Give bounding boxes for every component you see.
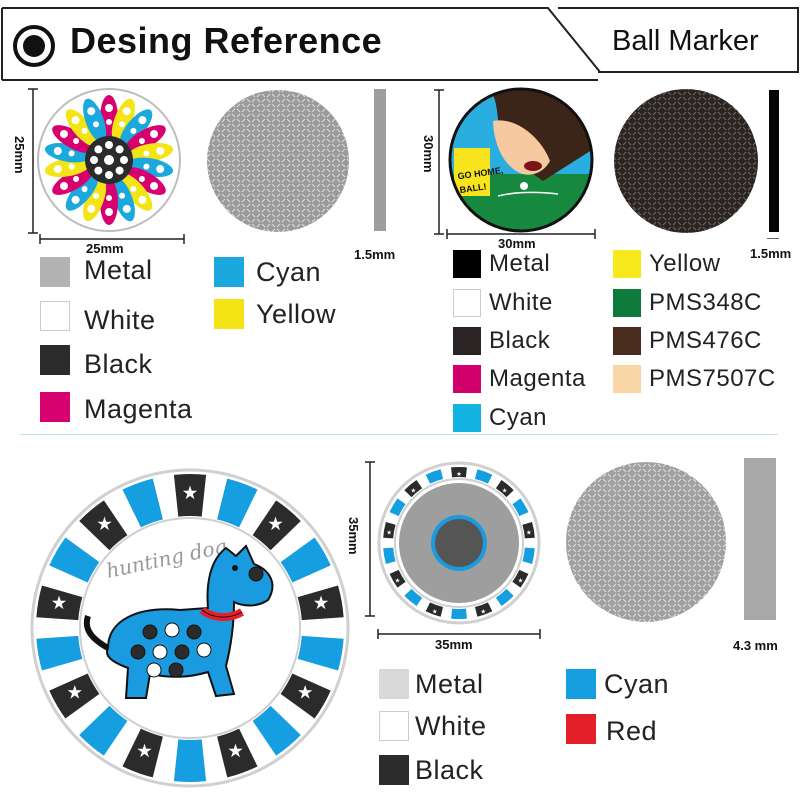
svg-text:★: ★ [267,514,284,535]
design3-front-small-view: ★ ★ ★ ★ ★ ★ ★ ★ ★ [377,461,541,625]
design2-back-metal-texture [614,89,758,233]
design2-width-label: 30mm [498,236,536,251]
svg-text:★: ★ [502,488,508,495]
design2-swatch-black [453,327,481,355]
design3-color-label-red: Red [606,716,658,746]
svg-text:★: ★ [526,530,532,537]
design1-width-dimension-line [39,234,185,244]
design2-color-label-magenta: Magenta [489,365,586,392]
design2-swatch-pms348c [613,289,641,317]
design2-swatch-cyan [453,404,481,432]
design1-color-label-black: Black [84,349,153,379]
design2-color-label-pms348c: PMS348C [649,289,762,316]
design1-color-label-cyan: Cyan [256,257,322,287]
svg-text:★: ★ [411,488,417,495]
design3-back-metal-texture [566,462,726,622]
design3-color-label-metal: Metal [415,669,484,699]
svg-text:★: ★ [96,514,113,535]
design3-swatch-white [379,711,409,741]
svg-text:★: ★ [395,578,401,585]
design2-color-label-yellow: Yellow [649,250,721,277]
design2-swatch-magenta [453,365,481,393]
design3-swatch-black [379,755,409,785]
svg-text:★: ★ [313,593,330,614]
svg-text:★: ★ [227,741,244,762]
design2-color-label-metal: Metal [489,250,551,277]
target-circle-icon [13,25,55,67]
design1-height-label: 25mm [12,136,27,174]
svg-text:★: ★ [432,609,438,616]
design2-front-artwork: GO HOME, BALL! [448,87,594,233]
svg-text:★: ★ [481,609,487,616]
section-divider [20,434,778,435]
page-title: Desing Reference [70,20,383,61]
design1-swatch-white [40,301,70,331]
design2-swatch-metal [453,250,481,278]
design3-height-label: 35mm [346,517,361,555]
design3-color-label-white: White [415,711,487,741]
design1-swatch-black [40,345,70,375]
design2-thickness-tick [767,238,779,239]
design3-swatch-cyan [566,669,596,699]
design3-height-dimension-line [365,461,375,617]
design1-thickness-label: 1.5mm [354,247,396,262]
design2-width-dimension-line [446,229,596,239]
svg-text:★: ★ [182,483,199,504]
design1-swatch-yellow [214,299,244,329]
design1-color-label-yellow: Yellow [256,299,337,329]
design3-color-label-black: Black [415,755,484,785]
design2-thickness-bar [769,90,779,232]
product-type-label: Ball Marker [612,25,759,57]
design1-back-metal-texture [207,90,349,232]
design1-thickness-bar [374,89,386,231]
design1-swatch-magenta [40,392,70,422]
design1-color-label-magenta: Magenta [84,394,193,424]
svg-text:BALL!: BALL! [459,181,487,195]
svg-text:★: ★ [297,683,314,704]
svg-text:★: ★ [51,593,68,614]
design1-swatch-metal [40,257,70,287]
design2-thickness-label: 1.5mm [750,246,792,261]
design1-height-dimension-line [28,88,38,234]
design1-width-label: 25mm [86,241,124,256]
design2-swatch-pms7507c [613,365,641,393]
design1-swatch-cyan [214,257,244,287]
design2-color-label-pms476c: PMS476C [649,327,762,354]
design3-swatch-red [566,714,596,744]
svg-text:★: ★ [456,471,462,478]
header-frame [1,7,799,81]
design2-color-label-pms7507c: PMS7507C [649,365,776,392]
design1-color-label-metal: Metal [84,255,153,285]
svg-text:★: ★ [67,683,84,704]
design3-thickness-bar [744,458,776,620]
design3-width-label: 35mm [435,637,473,652]
design3-swatch-metal [379,669,409,699]
svg-text:★: ★ [386,530,392,537]
design2-swatch-pms476c [613,327,641,355]
design2-height-label: 30mm [421,135,436,173]
svg-text:★: ★ [518,578,524,585]
design3-color-label-cyan: Cyan [604,669,670,699]
design2-height-dimension-line [434,89,444,235]
svg-text:★: ★ [136,741,153,762]
design3-front-artwork: ★★★★★★★★★hunting dog [30,468,350,788]
design2-color-label-black: Black [489,327,551,354]
design2-color-label-white: White [489,289,553,316]
design2-color-label-cyan: Cyan [489,404,548,431]
design2-swatch-white [453,289,481,317]
design1-front-artwork [37,88,181,232]
design1-color-label-white: White [84,305,156,335]
design2-swatch-yellow [613,250,641,278]
design3-thickness-label: 4.3 mm [733,638,778,653]
design3-width-dimension-line [377,629,541,639]
